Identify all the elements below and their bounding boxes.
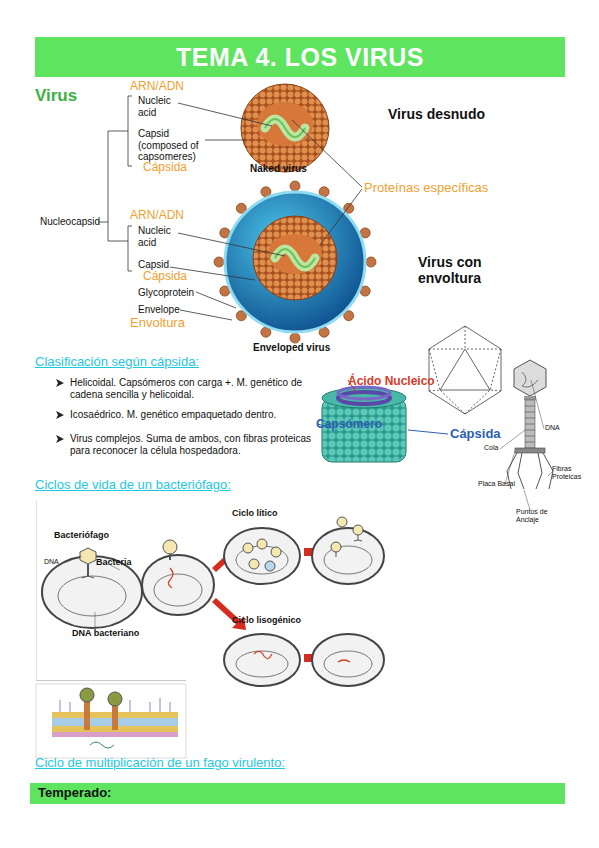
leader-lines [98,96,362,320]
part-label: Capsid [138,259,169,271]
section-heading: Ciclo de multiplicación de un fago virul… [35,756,285,771]
part-label: Placa Basal [478,480,515,488]
part-label: Envoltura [130,316,185,331]
bullet-item: Virus complejos. Suma de ambos, con fibr… [70,433,315,456]
bacteriophage [500,360,553,510]
section-heading: Clasificación según cápsida: [35,355,199,370]
caption-label: Virus desnudo [388,106,485,122]
part-label: Nucleic acid [138,95,180,118]
membrane-illustration [36,684,186,758]
life-cycle-illustration [36,500,384,686]
bullet-item: Helicoidal. Capsómeros con carga +. M. g… [70,377,315,400]
part-label: ARN/ADN [130,209,184,223]
part-label: Cápsida [450,427,501,442]
naked-virus [241,84,329,172]
page-title: TEMA 4. LOS VIRUS [176,43,424,72]
section-heading: Ciclos de vida de un bacteriófago: [35,478,231,493]
caption-label: Ciclo lisogénico [232,615,301,625]
part-label: DNA [545,424,560,432]
part-label: Cápsida [143,270,187,284]
part-label: Capsid (composed of capsomeres) [138,128,220,163]
part-label: Cola [484,444,498,452]
part-label: Nucleocapsid [40,216,100,228]
part-label: Ácido Nucleico [348,375,435,389]
bullet-item: Icosaédrico. M. genético empaquetado den… [70,409,315,421]
caption-label: Virus con envoltura [418,254,518,286]
section-label: Virus [35,86,77,106]
part-label: Envelope [138,304,180,316]
part-label: DNA bacteriano [72,628,139,638]
caption-label: Enveloped virus [253,342,330,354]
part-label: Bacteria [96,557,132,567]
bullet-arrows [56,379,64,443]
icosahedron [429,326,501,414]
part-label: Fibras Proteicas [552,465,582,481]
band-text: Temperado: [38,785,557,802]
part-label: Proteínas específicas [364,181,488,196]
part-label: ARN/ADN [130,80,184,94]
part-label: Nucleic acid [138,225,180,248]
part-label: DNA [44,558,59,566]
caption-label: Naked virus [250,163,307,175]
enveloped-virus [214,181,376,343]
title-band: TEMA 4. LOS VIRUS [35,37,565,77]
part-label: Capsómero [316,418,382,432]
caption-label: Ciclo lítico [232,508,278,518]
part-label: Glycoprotein [138,287,194,299]
section-band: Temperado: [30,783,565,804]
part-label: Bacteriófago [54,530,109,540]
part-label: Puntos de Anclaje [516,508,552,524]
part-label: Cápsida [143,161,187,175]
